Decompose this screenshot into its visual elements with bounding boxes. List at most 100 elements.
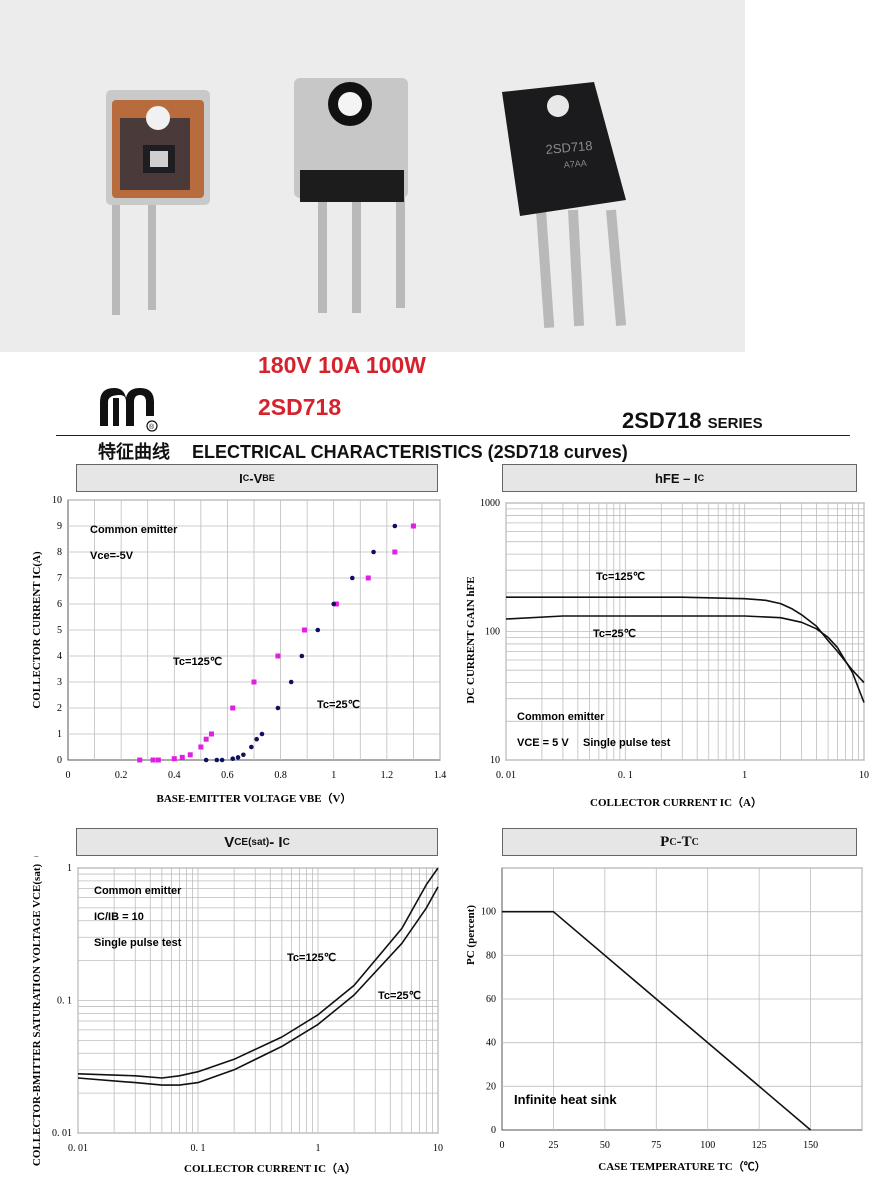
x-tick-label: 25 bbox=[548, 1140, 558, 1151]
data-point-tc25 bbox=[230, 756, 236, 761]
x-tick-label: 0. 01 bbox=[496, 770, 516, 781]
spec-line: 180V 10A 100W bbox=[258, 352, 426, 378]
y-tick-label: 9 bbox=[57, 521, 62, 532]
data-point-tc25 bbox=[331, 601, 337, 607]
series-line-a bbox=[506, 596, 865, 684]
x-tick-label: 0 bbox=[500, 1140, 505, 1151]
data-point-tc25 bbox=[275, 705, 281, 711]
data-point-tc25 bbox=[299, 653, 305, 659]
annotation-single-pulse: Single pulse test bbox=[583, 737, 671, 749]
x-tick-label: 0. 1 bbox=[618, 770, 633, 781]
y-tick-label: 2 bbox=[57, 703, 62, 714]
x-axis-label: CASE TEMPERATURE TC（℃） bbox=[598, 1160, 765, 1173]
annotation-common-emitter: Common emitter bbox=[90, 524, 178, 536]
x-tick-label: 100 bbox=[700, 1140, 715, 1151]
part-number: 2SD718 bbox=[258, 394, 342, 420]
y-tick-label: 100 bbox=[485, 627, 500, 638]
annotation-tc25: Tc=25℃ bbox=[378, 990, 421, 1002]
data-point-tc25 bbox=[350, 575, 355, 581]
x-axis-label: BASE-EMITTER VOLTAGE VBE（V） bbox=[157, 792, 352, 805]
y-tick-label: 3 bbox=[57, 677, 62, 688]
y-tick-label: 1 bbox=[67, 863, 72, 874]
series-line-a bbox=[77, 867, 439, 1079]
data-point-tc125 bbox=[198, 744, 204, 750]
y-tick-label: 1000 bbox=[480, 498, 500, 509]
annotation-vce: Vce=-5V bbox=[90, 550, 134, 562]
data-point-tc125 bbox=[392, 549, 398, 555]
x-tick-label: 75 bbox=[651, 1140, 661, 1151]
data-point-tc25 bbox=[259, 731, 265, 737]
data-point-tc25 bbox=[249, 744, 254, 750]
data-point-tc25 bbox=[254, 736, 259, 742]
data-point-tc25 bbox=[392, 523, 398, 529]
chip-marking-lot: A7AA bbox=[563, 158, 587, 170]
y-tick-label: 60 bbox=[486, 994, 496, 1005]
data-point-tc125 bbox=[187, 752, 193, 758]
svg-text:®: ® bbox=[149, 423, 155, 431]
x-tick-label: 10 bbox=[859, 770, 869, 781]
annotation-tc125: Tc=125℃ bbox=[287, 952, 336, 964]
series-line-a bbox=[502, 910, 812, 1131]
series-line-b bbox=[505, 615, 865, 703]
data-point-tc125 bbox=[230, 705, 236, 711]
y-tick-label: 8 bbox=[57, 547, 62, 558]
data-point-tc125 bbox=[203, 736, 209, 742]
y-tick-label: 1 bbox=[57, 729, 62, 740]
x-tick-label: 0.6 bbox=[221, 770, 234, 781]
y-tick-label: 80 bbox=[486, 950, 496, 961]
y-axis-label: DC CURRENT GAIN hFE bbox=[465, 576, 477, 703]
x-tick-label: 10 bbox=[433, 1143, 443, 1154]
product-photo: 2SD718 A7AA bbox=[0, 0, 745, 352]
transistor-front: 2SD718 A7AA bbox=[502, 82, 627, 329]
data-point-tc25 bbox=[203, 757, 209, 763]
y-tick-label: 0. 01 bbox=[52, 1128, 72, 1139]
annotation-tc125: Tc=125℃ bbox=[596, 571, 645, 583]
annotation-single-pulse: Single pulse test bbox=[94, 937, 182, 949]
y-tick-label: 4 bbox=[57, 651, 62, 662]
brand-logo-icon: ® bbox=[96, 382, 160, 434]
y-tick-label: 10 bbox=[490, 755, 500, 766]
data-point-tc25 bbox=[241, 752, 246, 758]
x-axis-label: COLLECTOR CURRENT IC（A） bbox=[590, 796, 762, 809]
y-tick-label: 20 bbox=[486, 1081, 496, 1092]
y-tick-label: 10 bbox=[52, 495, 62, 506]
annotation-tc25: Tc=25℃ bbox=[317, 699, 360, 711]
y-tick-label: 100 bbox=[481, 907, 496, 918]
chip-marking-part: 2SD718 bbox=[545, 138, 593, 157]
data-point-tc125 bbox=[150, 757, 156, 763]
data-point-tc125 bbox=[275, 653, 281, 659]
y-tick-label: 0 bbox=[491, 1125, 496, 1136]
x-tick-label: 0 bbox=[66, 770, 71, 781]
x-tick-label: 0.4 bbox=[168, 770, 181, 781]
x-tick-label: 0.2 bbox=[115, 770, 128, 781]
annotation-tc125: Tc=125℃ bbox=[173, 656, 222, 668]
y-tick-label: 6 bbox=[57, 599, 62, 610]
data-point-tc25 bbox=[315, 627, 321, 633]
x-tick-label: 1 bbox=[316, 1143, 321, 1154]
transistor-metal-back bbox=[294, 78, 408, 313]
data-point-tc25 bbox=[288, 679, 294, 685]
series-line-b bbox=[77, 886, 439, 1086]
x-tick-label: 1.2 bbox=[381, 770, 394, 781]
annotation-heat-sink: Infinite heat sink bbox=[514, 1092, 617, 1107]
data-point-tc25 bbox=[371, 549, 376, 555]
x-axis-label: COLLECTOR CURRENT IC（A） bbox=[184, 1162, 356, 1175]
data-point-tc125 bbox=[301, 627, 307, 633]
x-tick-label: 0.8 bbox=[274, 770, 287, 781]
data-point-tc125 bbox=[179, 754, 185, 760]
annotation-common-emitter: Common emitter bbox=[94, 885, 182, 897]
x-tick-label: 0. 01 bbox=[68, 1143, 88, 1154]
x-tick-label: 1.4 bbox=[434, 770, 447, 781]
y-axis-label: COLLECTOR CURRENT IC(A) bbox=[31, 551, 43, 709]
y-tick-label: 7 bbox=[57, 573, 62, 584]
annotation-common-emitter: Common emitter bbox=[517, 711, 605, 723]
y-axis-label: COLLECTOR-BMITTER SATURATION VOLTAGE VCE… bbox=[30, 856, 43, 1166]
data-point-tc25 bbox=[219, 757, 225, 763]
